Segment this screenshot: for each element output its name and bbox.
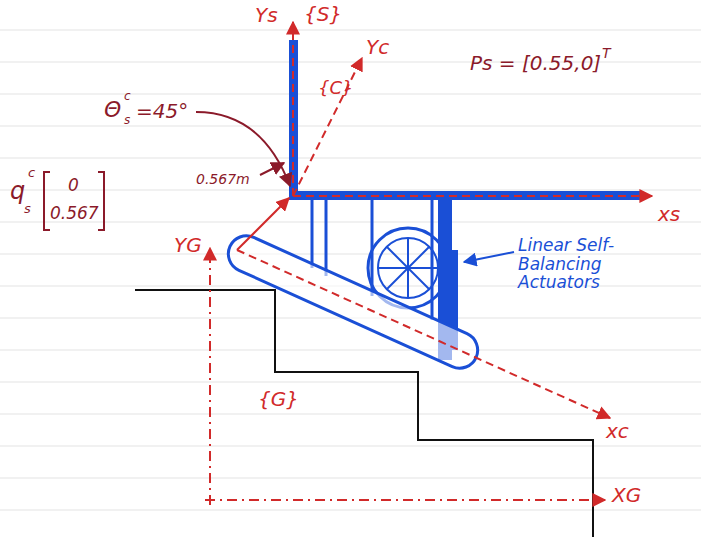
subscript: s	[124, 114, 130, 127]
angle-value: =45°	[136, 100, 188, 122]
axis-label: xs	[658, 203, 680, 225]
xs-axis	[293, 195, 652, 197]
subscript: s	[24, 202, 31, 216]
axis-label: Yc	[366, 36, 389, 58]
actuator-leader	[464, 252, 514, 262]
yc-axis	[293, 58, 362, 196]
yg-axis	[209, 248, 211, 505]
superscript: c	[28, 166, 35, 180]
vector-entry: 0	[68, 176, 79, 195]
offset-vector	[237, 198, 289, 250]
angle-symbol: Θ	[104, 98, 121, 122]
superscript: c	[124, 90, 131, 103]
xg-axis	[205, 499, 605, 501]
dimension: 0.567m	[196, 172, 250, 187]
position-vector: Ps = [0.55,0]	[470, 52, 601, 74]
wheelchair	[223, 40, 640, 374]
dimension-leader	[260, 163, 284, 175]
axis-label: XG	[612, 484, 641, 506]
axis-label: xc	[606, 420, 629, 442]
vector-bracket	[98, 172, 104, 230]
vector-symbol: q	[10, 178, 25, 204]
axis-label: YG	[174, 234, 202, 256]
frame-label: {G}	[258, 388, 299, 410]
vector-bracket	[44, 172, 50, 230]
vector-entry: 0.567	[50, 204, 99, 223]
frame-label: {C}	[318, 78, 353, 98]
actuator-label: Linear Self-Balancing Actuators	[518, 236, 688, 292]
paper-lines	[0, 30, 701, 510]
superscript: T	[602, 46, 611, 61]
axis-label: Ys	[255, 4, 278, 26]
frame-label: {S}	[304, 3, 342, 25]
ys-axis	[292, 22, 294, 196]
